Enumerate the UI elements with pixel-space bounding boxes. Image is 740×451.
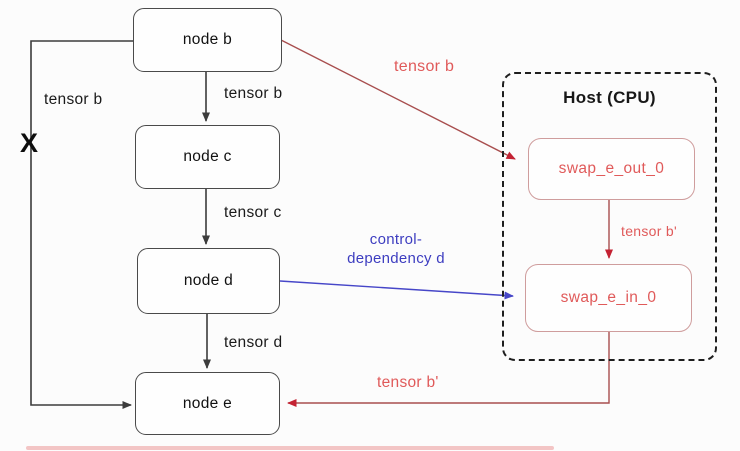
label-tensor-b-prime-internal: tensor b': [621, 223, 677, 239]
swap-e-in-box: swap_e_in_0: [525, 264, 692, 332]
cut-mark-x: X: [20, 128, 39, 158]
edge-d-to-swap-in-control: [279, 280, 514, 300]
node-b-box: node b: [133, 8, 282, 72]
node-c-box: node c: [135, 125, 280, 189]
swap-e-out-box: swap_e_out_0: [528, 138, 695, 200]
host-cpu-box: Host (CPU): [502, 72, 717, 361]
edge-swap-in-to-e: [287, 330, 610, 407]
video-progress-strip: [26, 446, 554, 450]
node-d-label: node d: [183, 272, 234, 289]
label-tensor-b-prime-return: tensor b': [377, 374, 439, 391]
host-cpu-title: Host (CPU): [563, 88, 656, 107]
node-e-box: node e: [135, 372, 280, 435]
node-e-label: node e: [182, 394, 233, 412]
node-d-box: node d: [137, 248, 280, 314]
swap-e-out-label: swap_e_out_0: [558, 160, 665, 177]
edge-b-to-e-skip: [30, 40, 133, 409]
swap-e-in-label: swap_e_in_0: [560, 289, 657, 306]
node-c-label: node c: [183, 148, 232, 165]
label-tensor-b-down: tensor b: [224, 85, 283, 102]
label-tensor-c: tensor c: [224, 204, 282, 221]
label-tensor-d: tensor d: [224, 334, 283, 351]
label-tensor-b-to-host: tensor b: [394, 58, 455, 75]
node-b-label: node b: [182, 31, 233, 48]
label-tensor-b-skip: tensor b: [44, 91, 103, 108]
label-control-dependency-line2: dependency d: [347, 250, 445, 267]
label-control-dependency: control- dependency d: [330, 230, 462, 268]
label-control-dependency-line1: control-: [369, 231, 423, 248]
edge-b-to-swap-out: [280, 39, 516, 160]
